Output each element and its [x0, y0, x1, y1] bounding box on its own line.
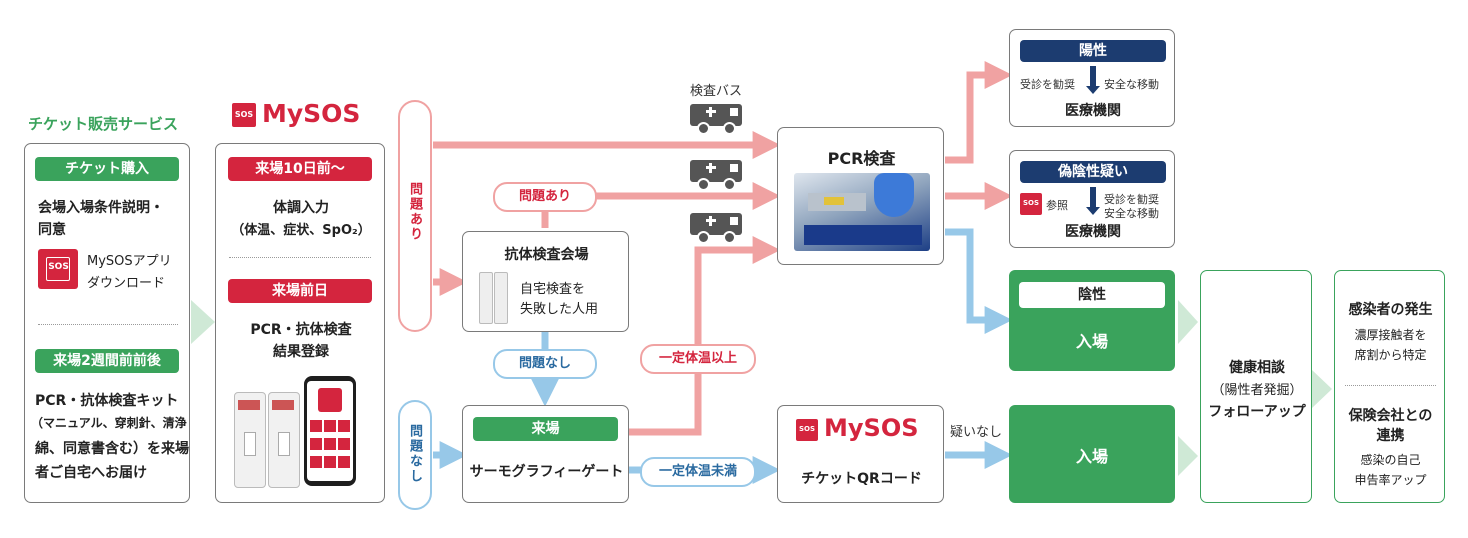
antibody-venue-title: 抗体検査会場 [504, 247, 589, 263]
thermography-gate: サーモグラフィーゲート [469, 464, 624, 480]
fever-below-tag: 一定体温未満 [640, 457, 756, 487]
antibody-venue-box: 抗体検査会場 自宅検査を 失敗した人用 [462, 231, 629, 332]
bus-icon [690, 104, 746, 135]
kit-line1: PCR・抗体検査キット [35, 393, 179, 409]
kit-line2: （マニュアル、穿刺針、清浄 [31, 416, 187, 430]
chevron-arrow [191, 300, 215, 344]
blue-arrow [945, 228, 1013, 334]
suspected-sos-badge: SOS [1022, 199, 1040, 207]
problem-yes-vertical-text: 問題あり [407, 182, 422, 242]
entry-box: 入場 [1009, 405, 1175, 503]
down-arrow-head [1086, 86, 1100, 94]
insurance-title2: 連携 [1376, 428, 1405, 444]
suspected-note2: 安全な移動 [1104, 207, 1159, 220]
kit-line4: 者ご自宅へお届け [35, 465, 147, 481]
insurance-line2: 申告率アップ [1354, 473, 1427, 487]
mysos-app-icon: SOS [38, 249, 78, 289]
ticket-service-box: チケット購入 会場入場条件説明・ 同意 SOS MySOSアプリ ダウンロード … [24, 143, 190, 503]
suspected-note1: 受診を勧奨 [1104, 193, 1159, 206]
suspected-label: 偽陰性疑い [1020, 161, 1166, 183]
ticket-purchase-label: チケット購入 [35, 157, 179, 181]
antibody-venue-line1: 自宅検査を [520, 282, 586, 297]
down-arrow-icon [1090, 187, 1096, 209]
qr-box: SOS MySOS チケットQRコード [777, 405, 944, 503]
health-consult-sub: （陽性者発掘） [1211, 383, 1303, 398]
conditions-line2: 同意 [38, 222, 66, 238]
suspected-box: 偽陰性疑い SOS 参照 受診を勧奨 安全な移動 医療機関 [1009, 150, 1175, 248]
antibody-kit-image [479, 272, 509, 324]
pcr-box: PCR検査 [777, 127, 944, 265]
health-consult-follow: フォローアップ [1208, 404, 1306, 420]
ten-days-label: 来場10日前〜 [228, 157, 372, 181]
two-weeks-label: 来場2週間前前後 [35, 349, 179, 373]
app-line1: MySOSアプリ [87, 254, 172, 269]
bus-icon [690, 160, 746, 191]
problem-yes-vertical-tag [398, 100, 432, 332]
health-input-line2: （体温、症状、SpO₂） [231, 223, 371, 238]
day-before-label: 来場前日 [228, 279, 372, 303]
mysos-logo-badge: SOS [234, 110, 254, 119]
no-doubt-label: 疑いなし [950, 425, 1003, 440]
negative-entry: 入場 [1075, 332, 1108, 351]
qr-mysos-logo-text: MySOS [824, 414, 919, 442]
problem-yes-tag: 問題あり [493, 182, 597, 212]
positive-box: 陽性 受診を勧奨 安全な移動 医療機関 [1009, 29, 1175, 127]
pink-arrow [945, 61, 1013, 164]
mysos-logo-text: MySOS [262, 99, 361, 128]
down-arrow-head [1086, 207, 1100, 215]
arrival-label: 来場 [473, 417, 618, 441]
down-arrow-icon [1090, 66, 1096, 88]
divider [1345, 385, 1436, 386]
inspection-bus-label: 検査バス [690, 84, 743, 99]
conditions-line1: 会場入場条件説明・ [38, 200, 164, 216]
mysos-box: 来場10日前〜 体調入力 （体温、症状、SpO₂） 来場前日 PCR・抗体検査 … [215, 143, 385, 503]
qr-label: チケットQRコード [801, 471, 922, 487]
positive-right-note: 安全な移動 [1104, 78, 1159, 91]
negative-label: 陰性 [1019, 282, 1165, 308]
divider [38, 324, 178, 325]
health-input-line1: 体調入力 [273, 200, 329, 216]
health-consult-title: 健康相談 [1229, 360, 1285, 376]
entry-label: 入場 [1075, 447, 1108, 466]
antibody-venue-line2: 失敗した人用 [520, 302, 599, 317]
chevron-arrow [1178, 436, 1198, 476]
positive-institution: 医療機関 [1065, 103, 1121, 119]
app-line2: ダウンロード [87, 276, 166, 291]
test-kit-image [234, 392, 304, 488]
insurance-line1: 感染の自己 [1360, 453, 1421, 467]
smartphone-image [304, 376, 356, 486]
problem-no-tag: 問題なし [493, 349, 597, 379]
mysos-logo-icon: SOS [232, 103, 256, 127]
chevron-arrow [1312, 370, 1332, 408]
infection-title: 感染者の発生 [1348, 302, 1433, 318]
kit-line3: 綿、同意書含む）を来場 [35, 441, 189, 457]
problem-no-vertical-text: 問題なし [407, 424, 422, 484]
positive-left-note: 受診を勧奨 [1020, 78, 1075, 91]
mysos-badge-text: SOS [48, 262, 69, 272]
ticket-service-header: チケット販売サービス [28, 115, 179, 133]
infection-box: 感染者の発生 濃厚接触者を 席割から特定 保険会社との 連携 感染の自己 申告率… [1334, 270, 1445, 503]
suspected-institution: 医療機関 [1065, 224, 1121, 240]
pink-arrow [629, 236, 781, 436]
suspected-sos-icon: SOS [1020, 193, 1042, 215]
arrival-box: 来場 サーモグラフィーゲート [462, 405, 629, 503]
pcr-lab-image [794, 173, 930, 251]
result-line2: 結果登録 [273, 344, 329, 360]
negative-entry-box: 陰性 入場 [1009, 270, 1175, 371]
health-consult-box: 健康相談 （陽性者発掘） フォローアップ [1200, 270, 1312, 503]
suspected-ref: 参照 [1046, 199, 1068, 212]
fever-above-tag: 一定体温以上 [640, 344, 756, 374]
infection-line2: 席割から特定 [1354, 348, 1427, 362]
chevron-arrow [1178, 300, 1198, 344]
bus-icon [690, 213, 746, 244]
problem-no-vertical-tag [398, 400, 432, 510]
pcr-title: PCR検査 [827, 149, 896, 168]
infection-line1: 濃厚接触者を [1354, 328, 1427, 342]
qr-mysos-logo-icon: SOS [796, 419, 818, 441]
positive-label: 陽性 [1020, 40, 1166, 62]
divider [229, 257, 371, 258]
insurance-title1: 保険会社との [1348, 408, 1433, 424]
qr-logo-badge: SOS [798, 425, 816, 433]
result-line1: PCR・抗体検査 [250, 322, 352, 338]
